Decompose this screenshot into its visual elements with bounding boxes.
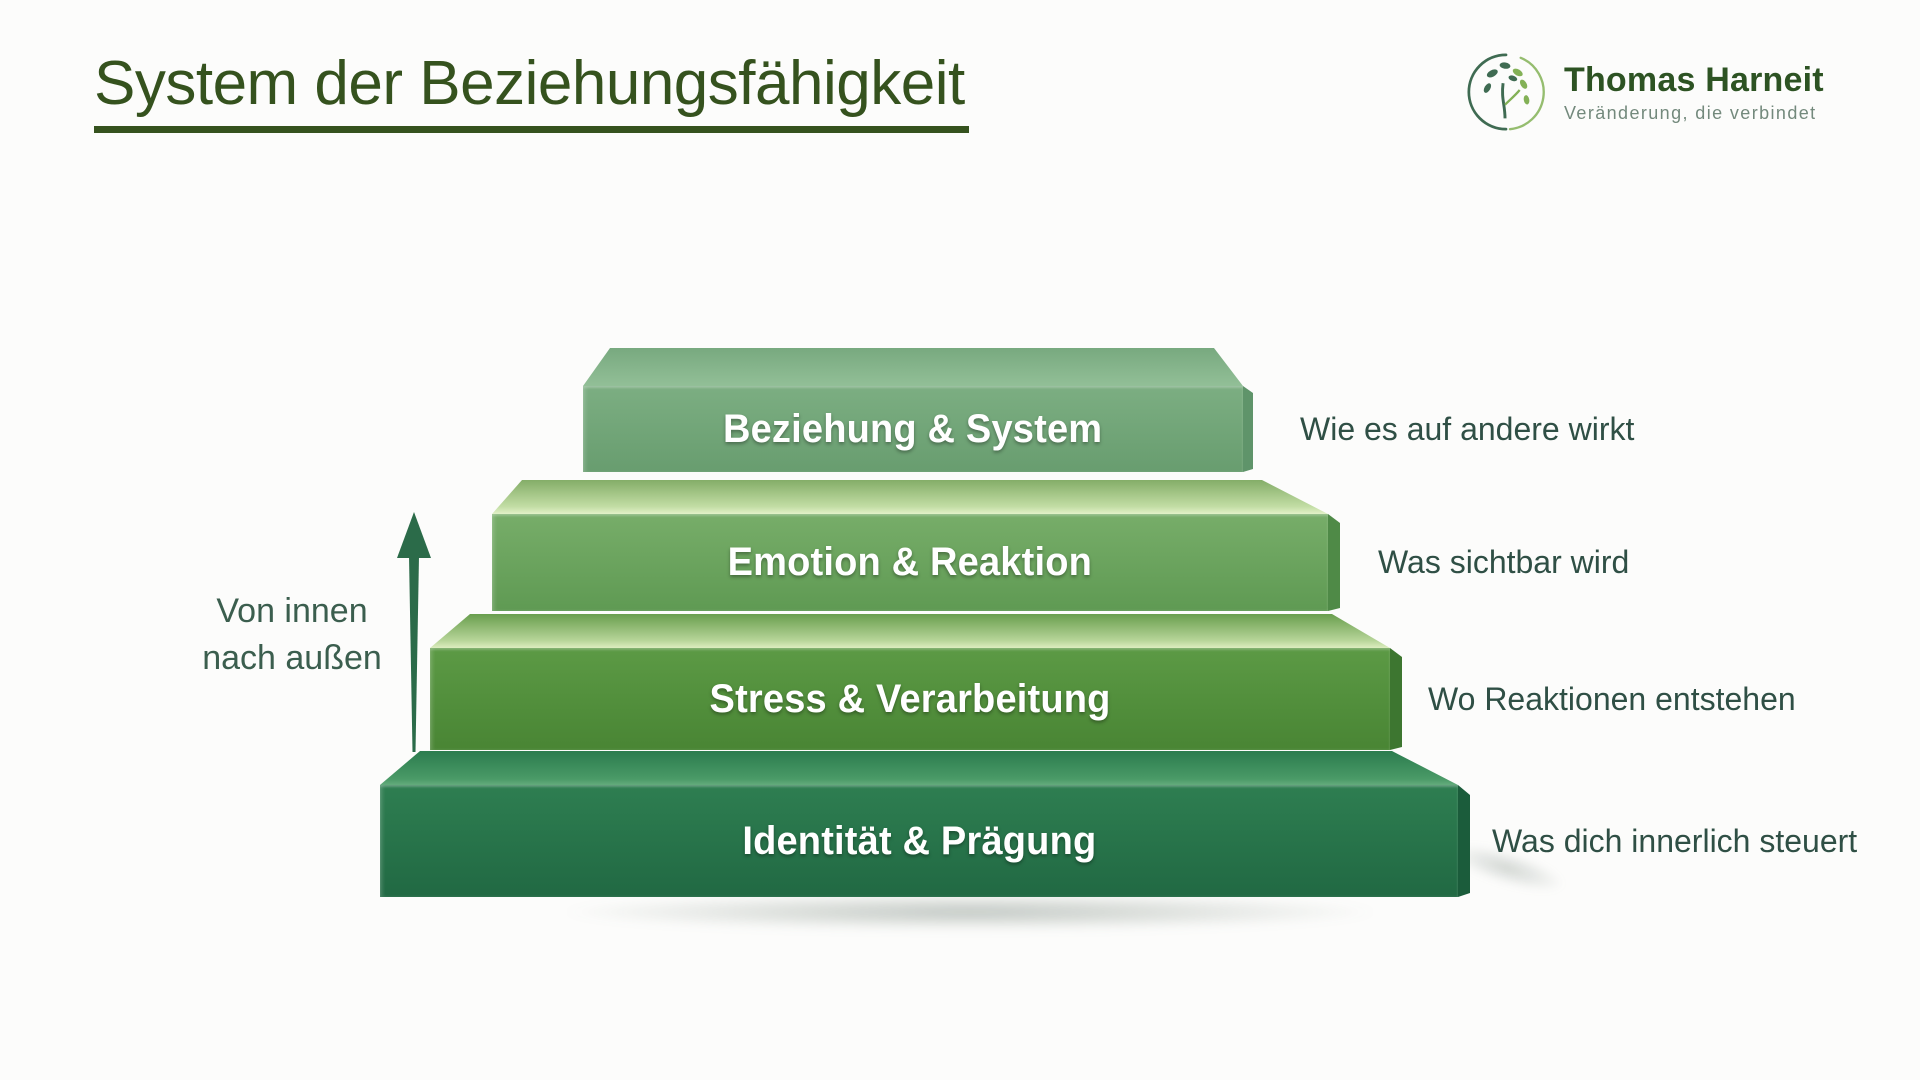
layer-front-face: Beziehung & System [583, 386, 1243, 472]
layer-top-face [380, 751, 1458, 785]
direction-label-line1: Von innen [216, 592, 368, 630]
layer-front-face: Identität & Prägung [380, 785, 1458, 897]
layer-top-face [430, 614, 1390, 648]
layer-front-face: Emotion & Reaktion [492, 514, 1328, 611]
upward-arrow-icon [397, 512, 431, 752]
layer-side-face [1243, 386, 1253, 472]
layer-top-face [492, 480, 1328, 514]
layer-label: Identität & Prägung [741, 818, 1097, 863]
layer-front-face: Stress & Verarbeitung [430, 648, 1390, 750]
direction-label-line2: nach außen [202, 639, 382, 677]
brand-logo: Thomas Harneit Veränderung, die verbinde… [1462, 48, 1824, 136]
brand-text: Thomas Harneit Veränderung, die verbinde… [1564, 61, 1824, 124]
layer-label: Stress & Verarbeitung [709, 676, 1111, 721]
brand-name: Thomas Harneit [1564, 60, 1824, 99]
page-title: System der Beziehungsfähigkeit [94, 49, 969, 134]
layer-side-face [1328, 514, 1340, 611]
brand-tagline: Veränderung, die verbindet [1564, 102, 1817, 123]
layer-top-face [583, 348, 1243, 386]
annotation-beziehung-system: Wie es auf andere wirkt [1300, 411, 1635, 447]
layer-side-face [1390, 648, 1402, 750]
layer-side-face [1458, 785, 1470, 897]
direction-label: Von innen nach außen [172, 588, 412, 682]
annotation-identitaet-praegung: Was dich innerlich steuert [1492, 823, 1858, 859]
annotation-emotion-reaktion: Was sichtbar wird [1378, 544, 1630, 580]
layer-label: Emotion & Reaktion [727, 540, 1093, 584]
annotation-stress-verarbeitung: Wo Reaktionen entstehen [1428, 681, 1796, 717]
logo-tree-icon [1467, 53, 1545, 131]
layer-label: Beziehung & System [723, 406, 1103, 451]
